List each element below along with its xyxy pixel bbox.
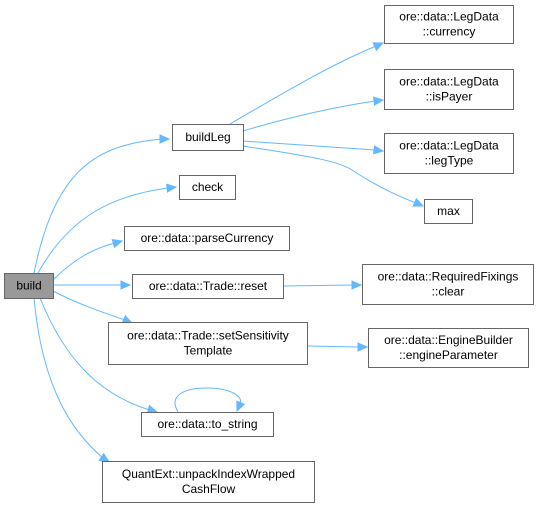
- node-box: [172, 124, 244, 151]
- node-label: buildLeg: [185, 130, 230, 144]
- node-box: [132, 274, 284, 299]
- node-label: CashFlow: [182, 482, 236, 496]
- node-box: [108, 322, 308, 365]
- edge-line: [242, 100, 376, 132]
- edge-arrowhead: [351, 280, 363, 290]
- edges: [33, 42, 425, 463]
- edge-line: [39, 297, 151, 411]
- node-label: ore::data::LegData: [399, 139, 499, 153]
- edge-line: [33, 297, 104, 459]
- node-isPayer[interactable]: ore::data::LegData::isPayer: [384, 69, 514, 110]
- node-engineParameter[interactable]: ore::data::EngineBuilder::engineParamete…: [368, 328, 529, 368]
- node-currency[interactable]: ore::data::LegData::currency: [384, 5, 514, 44]
- nodes: build buildLegcheckore::data::parseCurren…: [4, 5, 534, 503]
- edge-arrowhead: [357, 342, 369, 352]
- node-box: [4, 273, 54, 299]
- node-legType[interactable]: ore::data::LegData::legType: [384, 133, 514, 174]
- node-max[interactable]: max: [424, 199, 473, 224]
- node-label: ore::data::to_string: [157, 417, 257, 431]
- node-build[interactable]: build: [4, 273, 54, 299]
- edge-buildLeg-to-max: [242, 145, 425, 207]
- node-parseCurrency[interactable]: ore::data::parseCurrency: [124, 226, 290, 251]
- node-to_string[interactable]: ore::data::to_string: [141, 412, 274, 437]
- edge-arrowhead: [120, 280, 132, 290]
- node-label: ::legType: [425, 154, 474, 168]
- node-box: [362, 264, 534, 305]
- edge-buildLeg-to-currency: [229, 42, 385, 125]
- node-label: ::clear: [432, 285, 465, 299]
- edge-arrowhead: [111, 239, 124, 249]
- node-label: ore::data::LegData: [399, 75, 499, 89]
- node-label: build: [16, 279, 41, 293]
- node-label: max: [437, 204, 460, 218]
- edge-arrowhead: [372, 145, 385, 155]
- edge-arrowhead: [372, 42, 385, 52]
- edge-arrowhead: [159, 134, 171, 144]
- node-box: [102, 461, 315, 503]
- node-buildLeg[interactable]: buildLeg: [172, 124, 244, 151]
- node-label: ::engineParameter: [399, 348, 498, 362]
- node-box: [124, 226, 290, 251]
- edge-line: [33, 138, 163, 274]
- edge-line: [306, 345, 360, 348]
- edge-build-to-setSensitivityTemplate: [52, 290, 134, 324]
- edge-setSensitivityTemplate-to-engineParameter: [306, 342, 369, 352]
- edge-line: [242, 140, 376, 151]
- edge-build-to-buildLeg: [33, 134, 171, 274]
- node-box: [424, 199, 473, 224]
- edge-buildLeg-to-isPayer: [242, 96, 385, 132]
- node-box: [141, 412, 274, 437]
- edge-line: [52, 242, 116, 281]
- edge-line: [242, 145, 417, 204]
- edge-buildLeg-to-legType: [242, 140, 385, 155]
- edge-line: [229, 45, 377, 125]
- edge-arrowhead: [165, 183, 178, 193]
- node-label: ore::data::RequiredFixings: [378, 270, 519, 284]
- edge-build-to-reset: [53, 280, 132, 290]
- node-label: ore::data::LegData: [399, 10, 499, 24]
- edge-arrowhead: [236, 400, 246, 413]
- node-label: ::isPayer: [426, 90, 473, 104]
- node-requiredFixingsClear[interactable]: ore::data::RequiredFixings::clear: [362, 264, 534, 305]
- node-box: [384, 133, 514, 174]
- node-box: [384, 5, 514, 44]
- node-box: [368, 328, 529, 368]
- edge-arrowhead: [372, 96, 385, 106]
- edge-to_string-to-to_string: [174, 387, 246, 413]
- node-check[interactable]: check: [179, 175, 236, 200]
- edge-line: [52, 290, 126, 321]
- edge-reset-to-requiredFixingsClear: [282, 280, 363, 290]
- edge-build-to-check: [37, 183, 178, 274]
- node-label: check: [192, 180, 224, 194]
- edge-build-to-unpackIndexWrappedCashFlow: [33, 297, 111, 463]
- node-reset[interactable]: ore::data::Trade::reset: [132, 274, 284, 299]
- edge-build-to-parseCurrency: [52, 239, 124, 281]
- node-label: Template: [184, 344, 233, 358]
- edge-line: [174, 387, 242, 413]
- node-box: [179, 175, 236, 200]
- node-label: ore::data::Trade::reset: [149, 279, 268, 293]
- node-label: ore::data::parseCurrency: [141, 231, 274, 245]
- node-label: ::currency: [423, 25, 476, 39]
- edge-line: [282, 284, 354, 287]
- node-label: ore::data::Trade::setSensitivity: [127, 329, 289, 343]
- edge-arrowhead: [412, 197, 425, 207]
- edge-arrowhead: [98, 452, 111, 463]
- node-label: ore::data::EngineBuilder: [384, 333, 513, 347]
- node-box: [384, 69, 514, 110]
- node-label: QuantExt::unpackIndexWrapped: [122, 467, 295, 481]
- edge-line: [37, 187, 169, 274]
